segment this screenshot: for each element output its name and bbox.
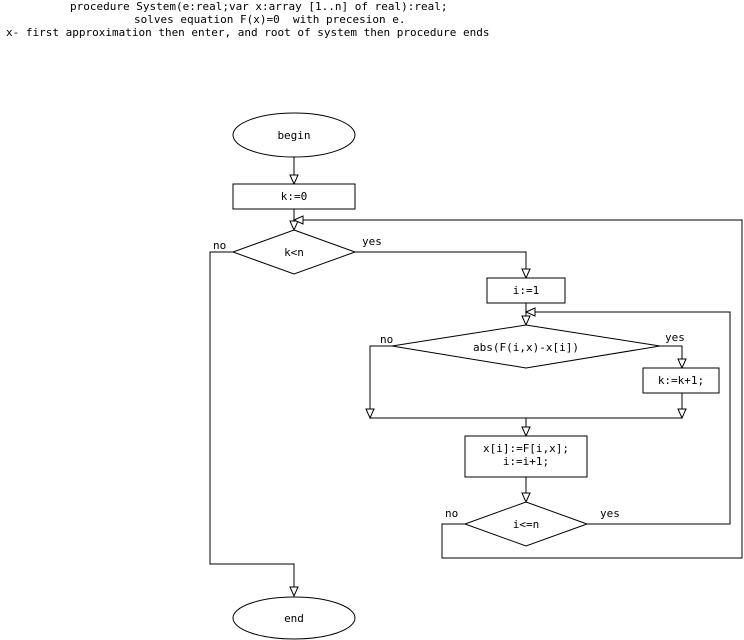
begin-label: begin bbox=[277, 129, 310, 142]
arrowhead-kinit bbox=[289, 174, 299, 186]
k-no-label: no bbox=[213, 239, 226, 252]
k-yes-label: yes bbox=[362, 235, 382, 248]
assign-box bbox=[464, 435, 588, 478]
assign-label-line2: i:=i+1; bbox=[503, 455, 549, 468]
edge-abs-no bbox=[369, 345, 398, 418]
abs-yes-label: yes bbox=[665, 331, 685, 344]
abs-condition-label: abs(F(i,x)-x[i]) bbox=[473, 341, 579, 354]
edge-abs-yes bbox=[660, 345, 683, 368]
arrowhead-outer-loop bbox=[292, 215, 304, 225]
arrowhead-iinit bbox=[521, 268, 531, 280]
begin-terminal bbox=[232, 112, 356, 158]
procedure-usage-note: x- first approximation then enter, and r… bbox=[6, 26, 490, 39]
procedure-description: procedure System(e:real;var x:array [1..… bbox=[0, 0, 744, 52]
end-terminal bbox=[232, 596, 356, 640]
k-init-label: k:=0 bbox=[281, 190, 308, 203]
i-no-label: no bbox=[445, 507, 458, 520]
i-condition-decision bbox=[463, 501, 589, 547]
procedure-signature: procedure System(e:real;var x:array [1..… bbox=[70, 0, 448, 13]
i-yes-label: yes bbox=[600, 507, 620, 520]
k-increment-label: k:=k+1; bbox=[658, 374, 704, 387]
arrowhead-icond bbox=[521, 492, 531, 504]
edge-icond-yes-loop bbox=[526, 311, 731, 525]
arrowhead-end bbox=[289, 586, 299, 598]
k-condition-label: k<n bbox=[284, 246, 304, 259]
procedure-purpose: solves equation F(x)=0 with precesion e. bbox=[134, 13, 406, 26]
abs-condition-decision bbox=[391, 324, 661, 369]
edge-kcond-yes bbox=[355, 251, 527, 278]
i-init-label: i:=1 bbox=[513, 284, 540, 297]
i-condition-label: i<=n bbox=[513, 518, 540, 531]
arrowhead-kcond bbox=[289, 220, 299, 232]
arrowhead-kinc-merge bbox=[677, 408, 687, 420]
arrowhead-abscond bbox=[521, 315, 531, 327]
k-init-box bbox=[232, 183, 356, 210]
i-init-box bbox=[486, 277, 566, 304]
end-label: end bbox=[284, 612, 304, 625]
assign-label-line1: x[i]:=F[i,x]; bbox=[483, 442, 569, 455]
arrowhead-inner-loop bbox=[524, 307, 536, 317]
edge-icond-no-loop bbox=[294, 219, 743, 559]
arrowhead-kinc bbox=[677, 358, 687, 370]
arrowhead-abs-no bbox=[365, 408, 375, 420]
abs-no-label: no bbox=[380, 333, 393, 346]
edge-kcond-no bbox=[209, 251, 295, 596]
k-condition-decision bbox=[231, 229, 357, 275]
arrowhead-assign bbox=[521, 426, 531, 438]
k-increment-box bbox=[642, 367, 720, 394]
